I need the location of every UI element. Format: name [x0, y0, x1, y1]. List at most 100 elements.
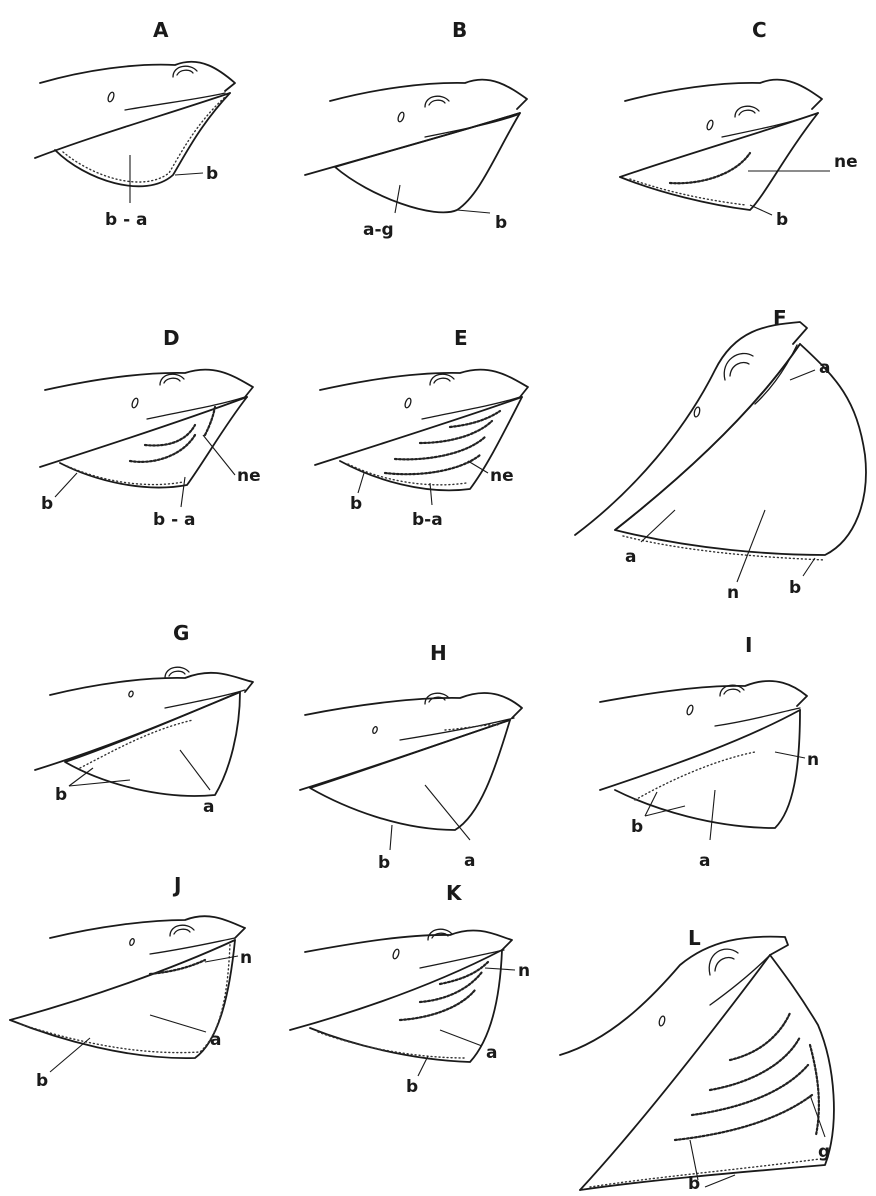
- label-leader: [457, 210, 490, 213]
- label-b-a: b - a: [153, 510, 196, 530]
- eye-icon: [170, 925, 194, 936]
- mouth-line: [165, 690, 245, 708]
- head-outline: [575, 322, 807, 535]
- panel-d: D ne b b - a: [40, 326, 261, 530]
- label-leader: [737, 510, 765, 582]
- label-leader: [710, 790, 715, 840]
- label-leader: [418, 1056, 428, 1076]
- label-ne: ne: [237, 466, 261, 486]
- pouch-outline: [10, 940, 235, 1058]
- mouth-line: [722, 115, 812, 137]
- nerve-line: [395, 437, 485, 459]
- nostril-icon: [128, 690, 134, 697]
- panel-letter: L: [688, 926, 701, 950]
- panel-i: I n b a: [600, 633, 819, 871]
- label-g: g: [818, 1142, 830, 1162]
- nostril-icon: [658, 1016, 665, 1027]
- jaw-line: [615, 344, 800, 530]
- label-b: b: [406, 1077, 418, 1097]
- label-b: b: [776, 210, 788, 230]
- panel-letter: K: [446, 881, 463, 905]
- head-outline: [600, 681, 807, 706]
- nerve-line: [730, 1013, 790, 1060]
- label-a: a: [203, 797, 214, 817]
- panel-c: C ne b: [620, 18, 858, 230]
- label-b: b: [789, 578, 801, 598]
- eye-icon: [165, 667, 189, 678]
- eye-icon: [724, 353, 753, 380]
- panel-j: J n b a: [10, 873, 252, 1091]
- label-b-a: b-a: [412, 510, 443, 530]
- panel-a: A b b - a: [35, 18, 235, 230]
- nostril-icon: [686, 704, 694, 715]
- label-a-bottom: a: [625, 547, 636, 567]
- label-b: b: [688, 1174, 700, 1194]
- jaw-line: [290, 950, 502, 1030]
- pouch-border: [318, 1032, 466, 1058]
- label-a: a: [699, 851, 710, 871]
- label-b: b: [206, 164, 218, 184]
- panel-l: L g b: [560, 926, 834, 1194]
- panel-letter: A: [153, 18, 169, 42]
- label-leader: [150, 1015, 206, 1032]
- head-outline: [305, 693, 522, 718]
- nostril-icon: [404, 397, 412, 408]
- panel-letter: J: [172, 873, 181, 897]
- nostril-icon: [131, 397, 139, 408]
- label-b: b: [350, 494, 362, 514]
- mouth-line: [420, 950, 504, 968]
- label-a-top: a: [819, 358, 830, 378]
- pouch-stippled: [335, 113, 520, 212]
- pouch-border: [67, 466, 183, 485]
- panel-f: F a a n b: [575, 306, 866, 603]
- nostril-icon: [107, 91, 115, 102]
- label-b: b: [631, 817, 643, 837]
- pouch-outline: [60, 397, 247, 488]
- panel-g: G b a: [35, 621, 253, 817]
- pouch-border: [623, 536, 825, 560]
- label-leader: [50, 1038, 90, 1072]
- label-n: n: [727, 583, 739, 603]
- pouch-outline: [310, 950, 502, 1062]
- label-b: b: [36, 1071, 48, 1091]
- label-b: b: [41, 494, 53, 514]
- pouch-stippled: [65, 692, 240, 796]
- head-outline: [50, 916, 245, 938]
- head-outline: [625, 80, 822, 109]
- eye-icon: [430, 374, 454, 385]
- nerve-line: [710, 1037, 800, 1090]
- label-leader: [790, 370, 815, 380]
- nerve-line: [420, 972, 482, 1002]
- panel-b: B a-g b: [305, 18, 527, 240]
- eye-icon: [735, 106, 759, 117]
- pouch-border: [80, 720, 193, 768]
- label-b: b: [55, 785, 67, 805]
- panel-letter: B: [452, 18, 467, 42]
- panel-k: K n b a: [290, 881, 530, 1097]
- pouch-outline: [580, 955, 834, 1190]
- nerve-line: [400, 990, 475, 1020]
- panel-letter: E: [454, 326, 468, 350]
- pouch-border: [590, 1159, 820, 1187]
- label-leader: [705, 1175, 735, 1187]
- label-leader: [440, 1030, 482, 1046]
- label-a: a: [210, 1030, 221, 1050]
- mouth-line: [422, 397, 520, 419]
- jaw-line: [35, 692, 240, 770]
- head-outline: [560, 937, 788, 1055]
- nostril-icon: [693, 407, 700, 418]
- label-b: b: [378, 853, 390, 873]
- panel-e: E ne b b-a: [315, 326, 528, 530]
- label-leader: [55, 473, 77, 497]
- label-leader: [425, 785, 470, 840]
- nostril-icon: [372, 726, 378, 734]
- mouth-line: [125, 93, 225, 110]
- panel-letter: G: [173, 621, 189, 645]
- panel-letter: C: [752, 18, 767, 42]
- eye-icon: [709, 949, 738, 975]
- label-a: a: [486, 1043, 497, 1063]
- label-b: b: [495, 213, 507, 233]
- nerve-line: [675, 1095, 812, 1140]
- label-leader: [803, 558, 815, 576]
